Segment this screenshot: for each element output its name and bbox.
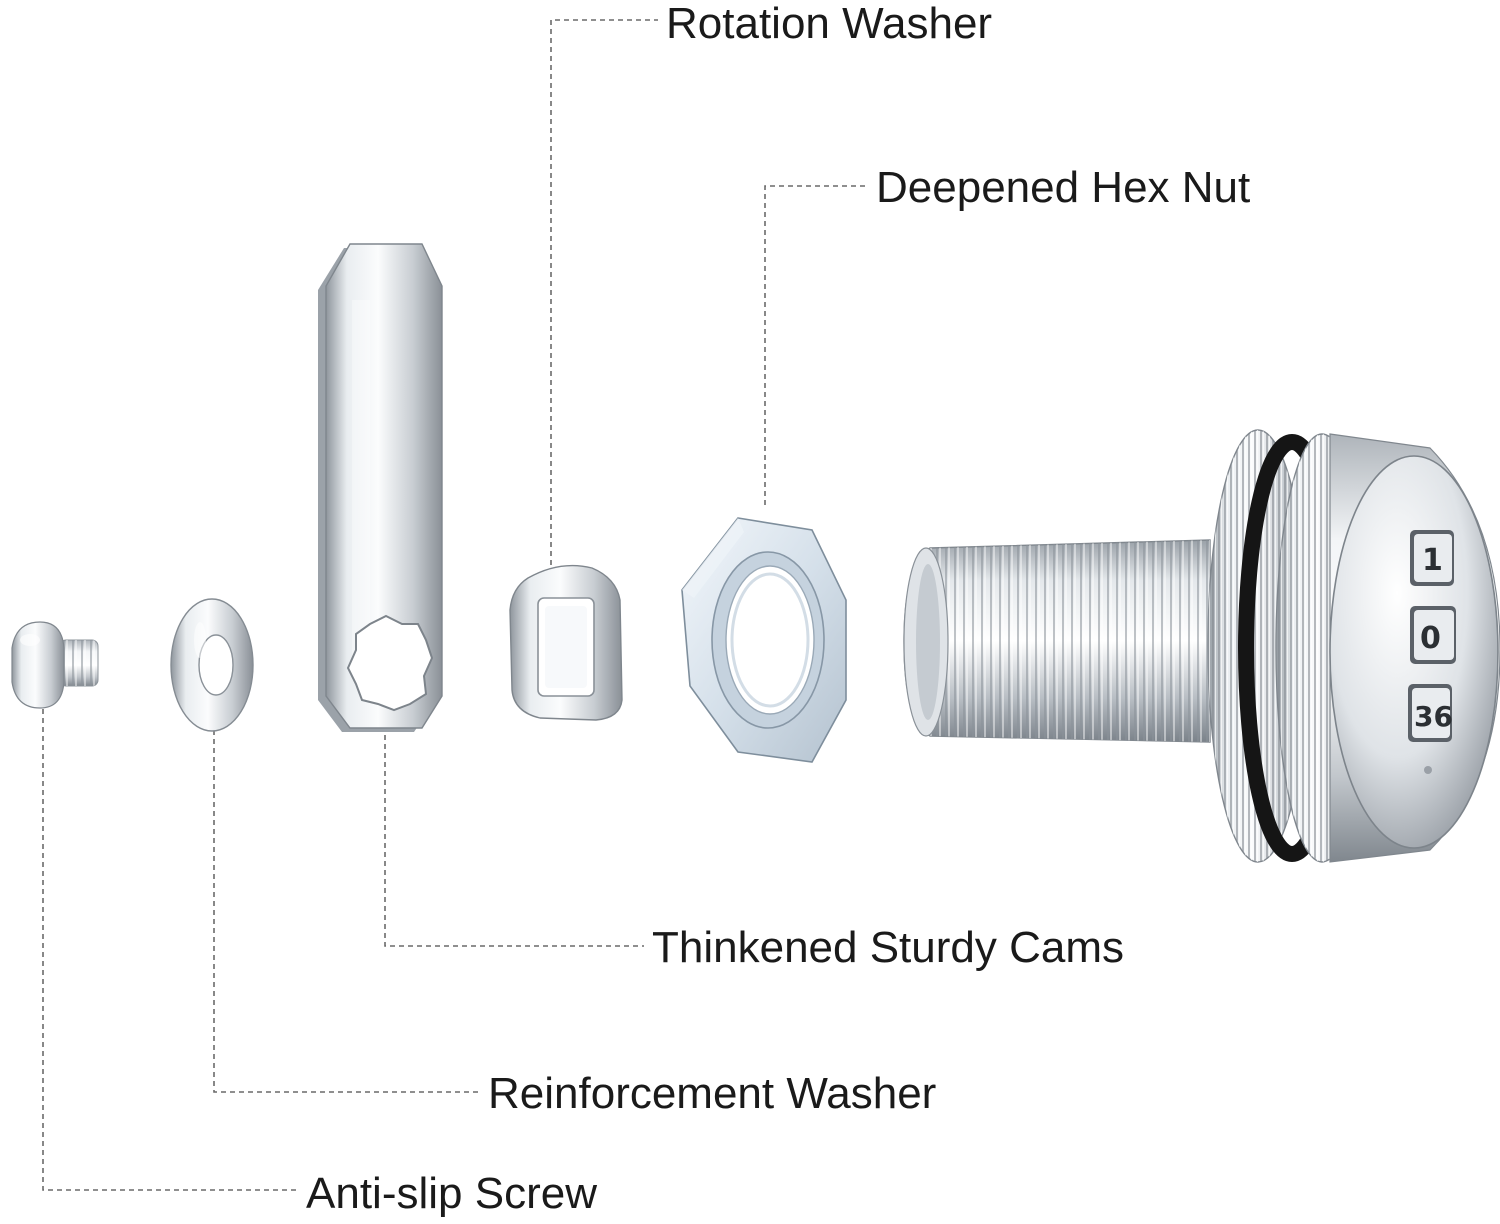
- leader-reinforcement-washer: [213, 730, 480, 1093]
- leader-deepened-hex-nut: [764, 185, 868, 505]
- cam-hole: [346, 614, 434, 712]
- leader-rotation-washer: [550, 19, 658, 565]
- dial-digit-3[interactable]: 36: [1414, 700, 1453, 733]
- dial-digit-2[interactable]: 0: [1420, 621, 1441, 656]
- leader-anti-slip-screw: [42, 700, 298, 1191]
- leader-thinkened-sturdy-cams: [384, 735, 644, 947]
- leader-lines: [42, 19, 868, 1191]
- reinforcement-washer-part: [170, 598, 254, 732]
- label-deepened-hex-nut: Deepened Hex Nut: [876, 163, 1251, 212]
- rotation-washer-part: [509, 564, 623, 721]
- label-rotation-washer: Rotation Washer: [666, 0, 993, 48]
- label-anti-slip-screw: Anti-slip Screw: [306, 1169, 597, 1218]
- anti-slip-screw-part: [11, 621, 99, 709]
- combination-lock-body-part: 1 0 36: [903, 429, 1500, 863]
- label-thinkened-sturdy-cams: Thinkened Sturdy Cams: [652, 923, 1124, 972]
- combination-dials: 1 0 36: [1408, 530, 1456, 742]
- label-reinforcement-washer: Reinforcement Washer: [488, 1069, 937, 1118]
- deepened-hex-nut-part: [681, 517, 847, 763]
- cam-part: [318, 243, 443, 732]
- dial-digit-1[interactable]: 1: [1422, 543, 1443, 578]
